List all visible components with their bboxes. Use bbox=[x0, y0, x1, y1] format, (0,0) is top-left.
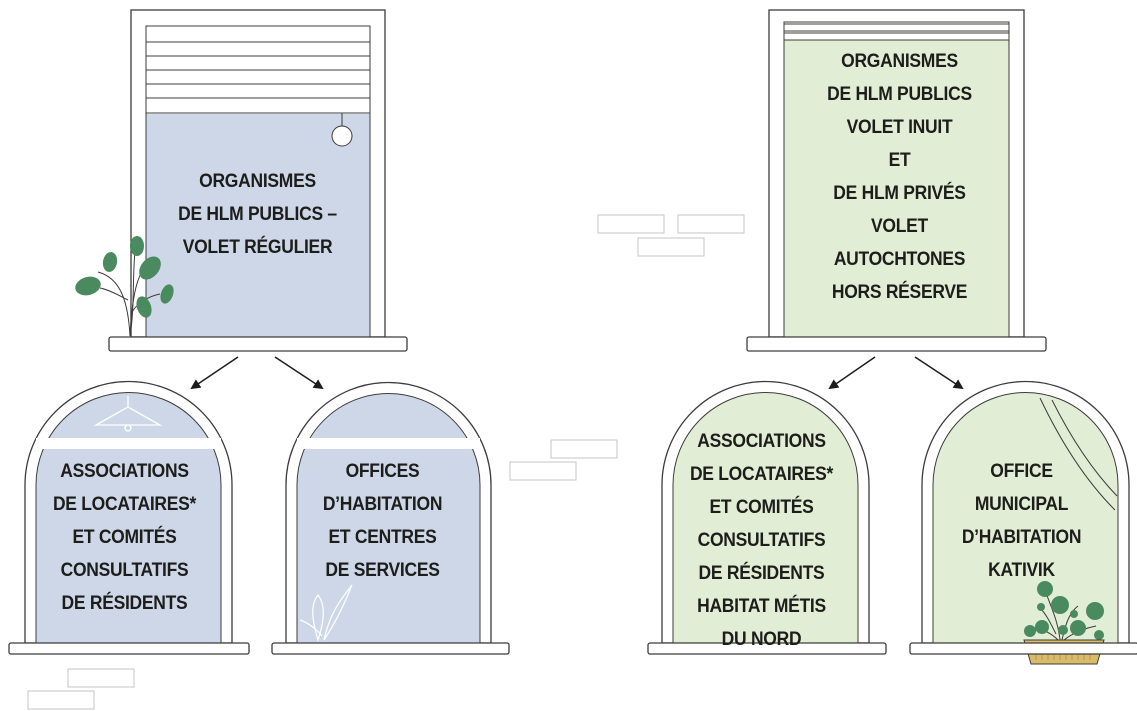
arch-sill bbox=[271, 642, 510, 655]
label-line: DE LOCATAIRES* bbox=[689, 464, 834, 485]
lamp-icon bbox=[93, 396, 163, 432]
label-line: DE SERVICES bbox=[325, 560, 440, 581]
label-line: DE HLM PUBLICS – bbox=[178, 204, 337, 225]
arch-label-offices-habitation: OFFICES D’HABITATION ET CENTRES DE SERVI… bbox=[293, 455, 472, 587]
arch-sill bbox=[909, 642, 1137, 655]
brick bbox=[27, 690, 95, 710]
window-hlm-public-regular bbox=[75, 9, 408, 352]
label-line: DE HLM PRIVÉS bbox=[833, 183, 966, 204]
label-line: ORGANISMES bbox=[199, 171, 316, 192]
label-line: KATIVIK bbox=[988, 560, 1055, 581]
brick bbox=[637, 237, 705, 257]
brick bbox=[677, 214, 745, 234]
arch-label-associations-regular: ASSOCIATIONS DE LOCATAIRES* ET COMITÉS C… bbox=[35, 455, 214, 620]
arch-offices-habitation bbox=[271, 381, 510, 655]
label-line: HABITAT MÉTIS bbox=[697, 596, 826, 617]
label-line: DE RÉSIDENTS bbox=[698, 563, 825, 584]
arrow bbox=[828, 356, 876, 390]
window-blind-rolled bbox=[783, 23, 1010, 41]
label-line: D’HABITATION bbox=[961, 527, 1082, 548]
label-line: DE HLM PUBLICS bbox=[827, 84, 972, 105]
label-line: ORGANISMES bbox=[841, 51, 958, 72]
label-line: DU NORD bbox=[721, 629, 802, 650]
brick bbox=[597, 214, 665, 234]
brick bbox=[67, 668, 135, 688]
plant-icon bbox=[75, 236, 174, 337]
window-blind bbox=[146, 41, 370, 147]
window-sill bbox=[108, 336, 408, 352]
label-line: VOLET bbox=[871, 216, 928, 237]
window-label-hlm-public-regular: ORGANISMES DE HLM PUBLICS – VOLET RÉGULI… bbox=[145, 165, 370, 264]
window-label-hlm-inuit-private: ORGANISMES DE HLM PUBLICS VOLET INUIT ET… bbox=[787, 45, 1012, 309]
curtain-icon bbox=[1039, 397, 1118, 511]
label-line: ET CENTRES bbox=[328, 527, 437, 548]
arch-label-associations-metis: ASSOCIATIONS DE LOCATAIRES* ET COMITÉS C… bbox=[672, 425, 851, 656]
arch-sill bbox=[647, 642, 887, 655]
label-line: DE LOCATAIRES* bbox=[52, 494, 197, 515]
label-line: OFFICE bbox=[990, 461, 1053, 482]
arrow bbox=[274, 356, 324, 390]
label-line: ASSOCIATIONS bbox=[697, 431, 826, 452]
label-line: VOLET INUIT bbox=[846, 117, 953, 138]
arch-label-office-kativik: OFFICE MUNICIPAL D’HABITATION KATIVIK bbox=[932, 455, 1111, 587]
label-line: HORS RÉSERVE bbox=[831, 282, 968, 303]
arch-associations-regular bbox=[8, 380, 250, 655]
brick bbox=[550, 439, 618, 459]
label-line: ASSOCIATIONS bbox=[60, 461, 189, 482]
connection-arrows bbox=[190, 356, 964, 390]
brick bbox=[509, 461, 577, 481]
label-line: VOLET RÉGULIER bbox=[182, 237, 333, 258]
wall-bricks bbox=[27, 214, 745, 710]
label-line: CONSULTATIFS bbox=[60, 560, 189, 581]
label-line: OFFICES bbox=[345, 461, 420, 482]
arch-office-kativik bbox=[909, 380, 1137, 665]
label-line: MUNICIPAL bbox=[974, 494, 1069, 515]
arrow bbox=[914, 356, 964, 390]
label-line: D’HABITATION bbox=[322, 494, 443, 515]
label-line: DE RÉSIDENTS bbox=[61, 593, 188, 614]
label-line: ET COMITÉS bbox=[72, 527, 177, 548]
label-line: ET COMITÉS bbox=[709, 497, 814, 518]
label-line: AUTOCHTONES bbox=[833, 249, 966, 270]
arrow bbox=[190, 356, 239, 390]
window-hlm-inuit-private bbox=[746, 9, 1047, 352]
leaf-sketch-icon bbox=[299, 584, 353, 642]
arch-sill bbox=[8, 642, 250, 655]
window-sill bbox=[746, 336, 1047, 352]
label-line: ET bbox=[888, 150, 911, 171]
arch-associations-metis bbox=[647, 380, 887, 655]
label-line: CONSULTATIFS bbox=[697, 530, 826, 551]
